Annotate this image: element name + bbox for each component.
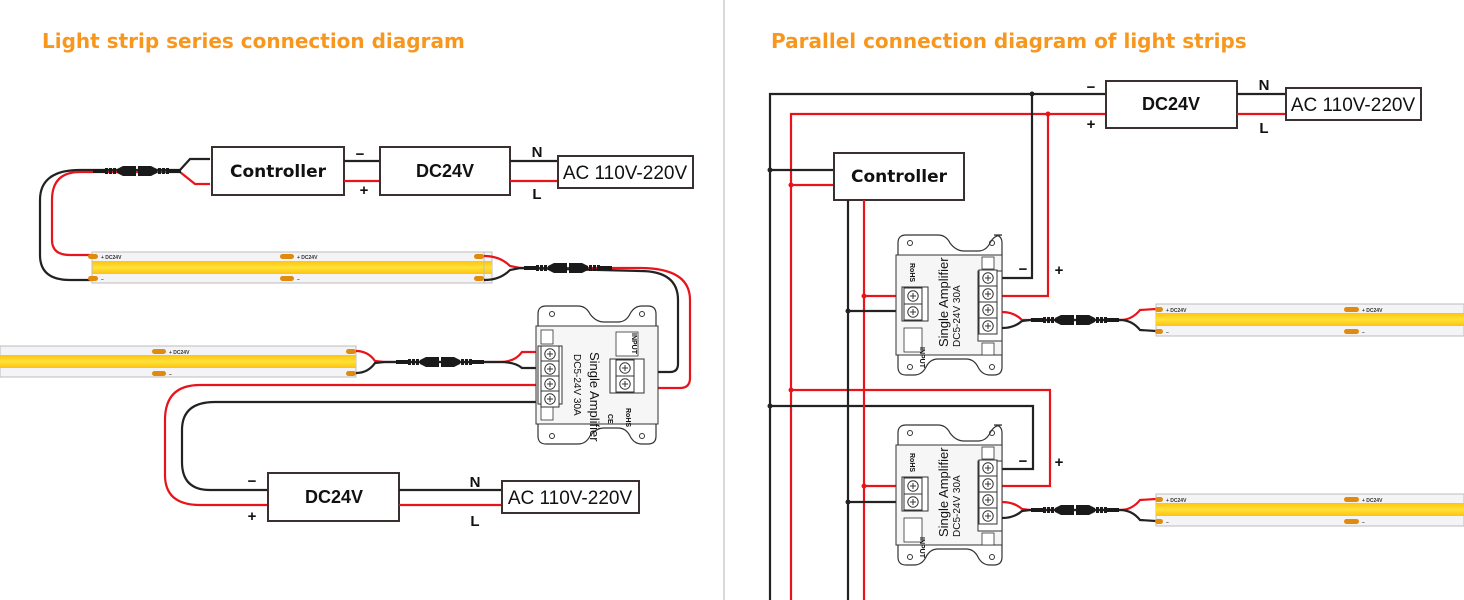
- pstrip2-marking-neg: −: [1166, 520, 1169, 526]
- parallel-amp1-name: Single Amplifier: [936, 257, 951, 347]
- parallel-amp2-spec: DC5-24V 30A: [952, 475, 963, 537]
- series-ac-bottom: AC 110V-220V: [501, 480, 640, 514]
- series-title: Light strip series connection diagram: [42, 29, 465, 53]
- parallel-ac: AC 110V-220V: [1285, 87, 1422, 121]
- psu-top-neg-label: −: [356, 146, 365, 163]
- parallel-psu: DC24V: [1105, 80, 1238, 129]
- parallel-amplifier-1: Single Amplifier DC5-24V 30A RoHS INPUT: [895, 234, 1003, 376]
- pstrip1-marking-pos: + DC24V: [1166, 308, 1187, 314]
- series-amp-ce: CE: [606, 414, 613, 424]
- strip2-marking-pos: + DC24V: [169, 350, 190, 356]
- pstrip1-marking-pos-2: + DC24V: [1362, 308, 1383, 314]
- parallel-title: Parallel connection diagram of light str…: [771, 29, 1247, 53]
- psu-top-l-label: L: [532, 186, 541, 203]
- amp2-pos-label: +: [1055, 454, 1064, 471]
- wire-neg-amp-psu-bottom: [180, 400, 540, 492]
- psu-top-n-label: N: [532, 144, 543, 161]
- led-strip-2: + DC24V −: [0, 345, 357, 378]
- wire-neg-amp1-strip: [1001, 318, 1157, 333]
- bus-positive-main: [789, 112, 1106, 600]
- parallel-amp1-input-label: INPUT: [918, 347, 925, 369]
- wire-pos-amp1: [1000, 114, 1050, 298]
- parallel-psu-neg-label: −: [1087, 79, 1096, 96]
- parallel-panel: Parallel connection diagram of light str…: [767, 29, 1464, 600]
- amp1-neg-label: −: [1019, 261, 1028, 278]
- parallel-controller-label: Controller: [851, 167, 948, 187]
- wire-neg-amp2-strip: [1001, 508, 1157, 523]
- strip2-marking-neg: −: [169, 372, 172, 378]
- series-psu-top: DC24V: [379, 146, 511, 196]
- wire-neg-amp2: [770, 404, 1035, 471]
- parallel-psu-l-label: L: [1259, 120, 1268, 137]
- wire-neg-amp1: [1000, 94, 1034, 280]
- pstrip2-marking-pos-2: + DC24V: [1362, 498, 1383, 504]
- parallel-amp1-spec: DC5-24V 30A: [952, 285, 963, 347]
- parallel-controller: Controller: [833, 152, 965, 201]
- led-strip-parallel-1: + DC24V − + DC24V −: [1155, 303, 1464, 337]
- parallel-amp1-rohs: RoHS: [908, 263, 915, 282]
- series-amplifier: Single Amplifier DC5-24V 30A INPUT RoHS …: [535, 305, 659, 445]
- wire-pos-amp2: [791, 388, 1052, 488]
- parallel-amplifier-2: Single Amplifier DC5-24V 30A RoHS INPUT: [895, 424, 1003, 566]
- pstrip2-marking-pos: + DC24V: [1166, 498, 1187, 504]
- wire-neg-strip1-amp: [483, 266, 680, 374]
- psu-top-pos-label: +: [360, 182, 369, 199]
- series-amp-rohs: RoHS: [624, 408, 631, 427]
- parallel-psu-n-label: N: [1259, 77, 1270, 94]
- series-controller: Controller: [211, 146, 345, 196]
- amp2-neg-label: −: [1019, 453, 1028, 470]
- wire-pos-strip1-amp: [483, 254, 692, 390]
- parallel-ac-label: AC 110V-220V: [1291, 95, 1416, 116]
- psu-bottom-pos-label: +: [248, 508, 257, 525]
- parallel-amp2-name: Single Amplifier: [936, 447, 951, 537]
- pstrip1-marking-neg-2: −: [1362, 330, 1365, 336]
- series-amp-name: Single Amplifier: [587, 352, 602, 442]
- psu-bottom-l-label: L: [470, 513, 479, 530]
- parallel-amp2-input-label: INPUT: [918, 537, 925, 559]
- series-controller-label: Controller: [230, 162, 327, 182]
- amp1-pos-label: +: [1055, 262, 1064, 279]
- strip1-marking-neg-2: −: [297, 277, 300, 283]
- led-strip-parallel-2: + DC24V − + DC24V −: [1155, 493, 1464, 527]
- parallel-psu-pos-label: +: [1087, 116, 1096, 133]
- series-ac-top-label: AC 110V-220V: [563, 163, 688, 184]
- series-amp-input-label: INPUT: [630, 333, 637, 355]
- series-psu-bottom-label: DC24V: [305, 487, 363, 507]
- series-psu-top-label: DC24V: [416, 161, 474, 181]
- parallel-amp2-rohs: RoHS: [908, 453, 915, 472]
- strip1-marking-pos-2: + DC24V: [297, 255, 318, 261]
- led-strip-1: + DC24V − + DC24V −: [88, 251, 493, 284]
- series-amp-spec: DC5-24V 30A: [571, 354, 582, 416]
- psu-bottom-neg-label: −: [248, 473, 257, 490]
- strip1-marking-neg: −: [101, 277, 104, 283]
- wire-pos-controller-strip1: [50, 170, 210, 257]
- pstrip2-marking-neg-2: −: [1362, 520, 1365, 526]
- strip1-marking-pos: + DC24V: [101, 255, 122, 261]
- parallel-psu-label: DC24V: [1142, 94, 1200, 114]
- pstrip1-marking-neg: −: [1166, 330, 1169, 336]
- psu-bottom-n-label: N: [470, 474, 481, 491]
- wire-neg-controller-strip1: [38, 157, 210, 282]
- series-ac-bottom-label: AC 110V-220V: [508, 488, 633, 509]
- bus-negative-main: [768, 92, 1106, 600]
- series-ac-top: AC 110V-220V: [557, 155, 694, 189]
- series-psu-bottom: DC24V: [267, 472, 400, 522]
- series-panel: Light strip series connection diagram Co…: [0, 29, 694, 530]
- wire-pos-amp-psu-bottom: [163, 383, 540, 507]
